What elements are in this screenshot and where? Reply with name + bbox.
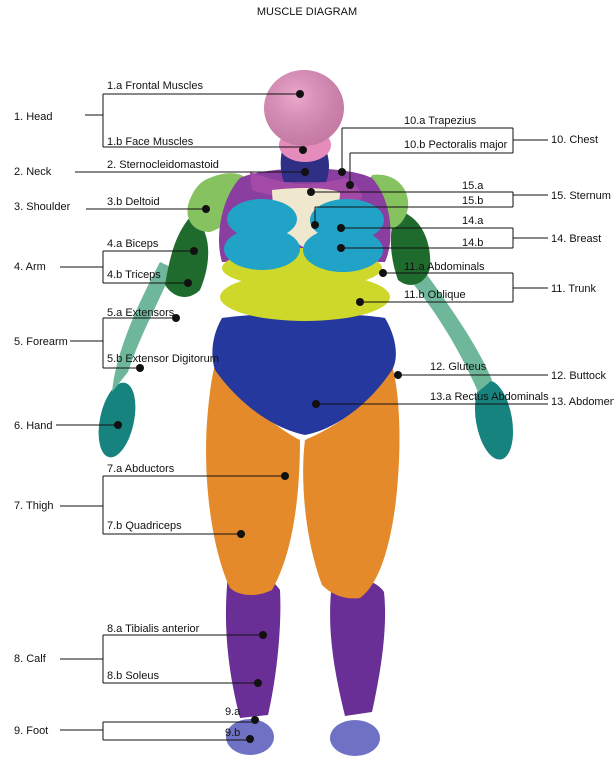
foot-right [330, 720, 380, 756]
label-breast: 14. Breast [551, 233, 601, 245]
label-head: 1. Head [14, 111, 53, 123]
label-head-a: 1.a Frontal Muscles [107, 80, 203, 92]
label-foot-b: 9.b [225, 727, 240, 739]
label-abdomen-a: 13.a Rectus Abdominals [430, 391, 549, 403]
label-calf-b: 8.b Soleus [107, 670, 159, 682]
label-shoulder-b: 3.b Deltoid [107, 196, 160, 208]
label-foot-a: 9.a [225, 706, 241, 718]
label-hand: 6. Hand [14, 420, 53, 432]
label-calf: 8. Calf [14, 653, 47, 665]
hand-left [92, 379, 141, 460]
label-abdomen: 13. Abdomen [551, 396, 614, 408]
label-calf-a: 8.a Tibialis anterior [107, 623, 200, 635]
label-forearm-a: 5.a Extensors [107, 307, 175, 319]
label-sternum-a: 15.a [462, 180, 484, 192]
head-shade [264, 70, 344, 146]
label-breast-a: 14.a [462, 215, 484, 227]
label-thigh: 7. Thigh [14, 500, 54, 512]
label-arm-a: 4.a Biceps [107, 238, 159, 250]
breast-left-lower [224, 228, 300, 270]
label-thigh-b: 7.b Quadriceps [107, 520, 182, 532]
diagram-title: MUSCLE DIAGRAM [257, 6, 357, 18]
label-sternum: 15. Sternum [551, 190, 611, 202]
forearm-left [112, 262, 173, 392]
label-trunk: 11. Trunk [551, 283, 597, 295]
label-trunk-b: 11.b Oblique [404, 289, 466, 301]
trunk-oblique [220, 273, 390, 321]
label-breast-b: 14.b [462, 237, 483, 249]
label-sternum-b: 15.b [462, 195, 483, 207]
label-trunk-a: 11.a Abdominals [404, 261, 485, 273]
calf-right [330, 578, 385, 716]
label-chest: 10. Chest [551, 134, 598, 146]
label-thigh-a: 7.a Abductors [107, 463, 175, 475]
label-forearm: 5. Forearm [14, 336, 68, 348]
label-buttock: 12. Buttock [551, 370, 607, 382]
label-chest-b: 10.b Pectoralis major [404, 139, 508, 151]
label-shoulder: 3. Shoulder [14, 201, 71, 213]
label-forearm-b: 5.b Extensor Digitorum [107, 353, 219, 365]
label-arm: 4. Arm [14, 261, 46, 273]
label-head-b: 1.b Face Muscles [107, 136, 194, 148]
label-neck: 2. Neck [14, 166, 52, 178]
label-foot: 9. Foot [14, 725, 48, 737]
label-chest-a: 10.a Trapezius [404, 115, 477, 127]
label-buttock-a: 12. Gluteus [430, 361, 487, 373]
label-neck-a: 2. Sternocleidomastoid [107, 159, 219, 171]
label-arm-b: 4.b Triceps [107, 269, 161, 281]
